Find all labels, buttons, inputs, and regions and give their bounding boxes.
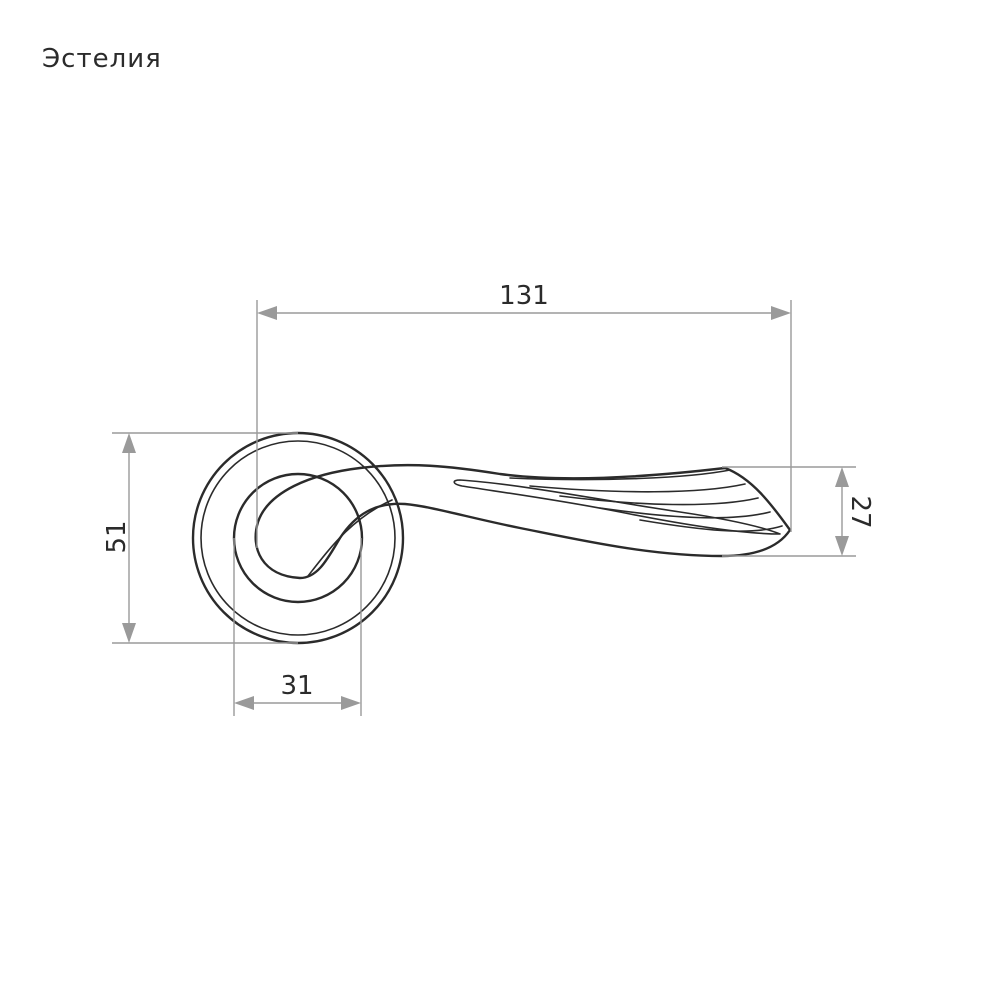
lever-neck-line [307, 499, 393, 577]
lever-fin-line-3 [559, 495, 759, 506]
lever-fin-line-4 [599, 507, 771, 519]
dimension-rosette-diameter-label: 51 [102, 520, 132, 553]
handle-outline [191, 431, 792, 645]
rosette-outer-ring [191, 431, 405, 645]
rosette-second-ring [200, 440, 396, 636]
dimension-lever-height: 27 [722, 466, 875, 557]
dimension-lever-height-label: 27 [845, 495, 875, 528]
lever-fin-line-1 [509, 469, 731, 481]
rosette-inner-ring [232, 472, 364, 604]
product-title: Эстелия [42, 44, 162, 74]
lever-grip-groove [453, 479, 781, 535]
lever-fin-line-2 [529, 483, 746, 493]
dimension-rosette-inner-label: 31 [280, 671, 313, 701]
dimension-length-label: 131 [499, 281, 549, 311]
lever-body [254, 463, 792, 580]
dimension-rosette-inner: 31 [233, 538, 362, 716]
dimension-length: 131 [256, 281, 792, 548]
lever-fin-line-5 [639, 519, 783, 532]
dimension-rosette-diameter: 51 [102, 432, 298, 644]
